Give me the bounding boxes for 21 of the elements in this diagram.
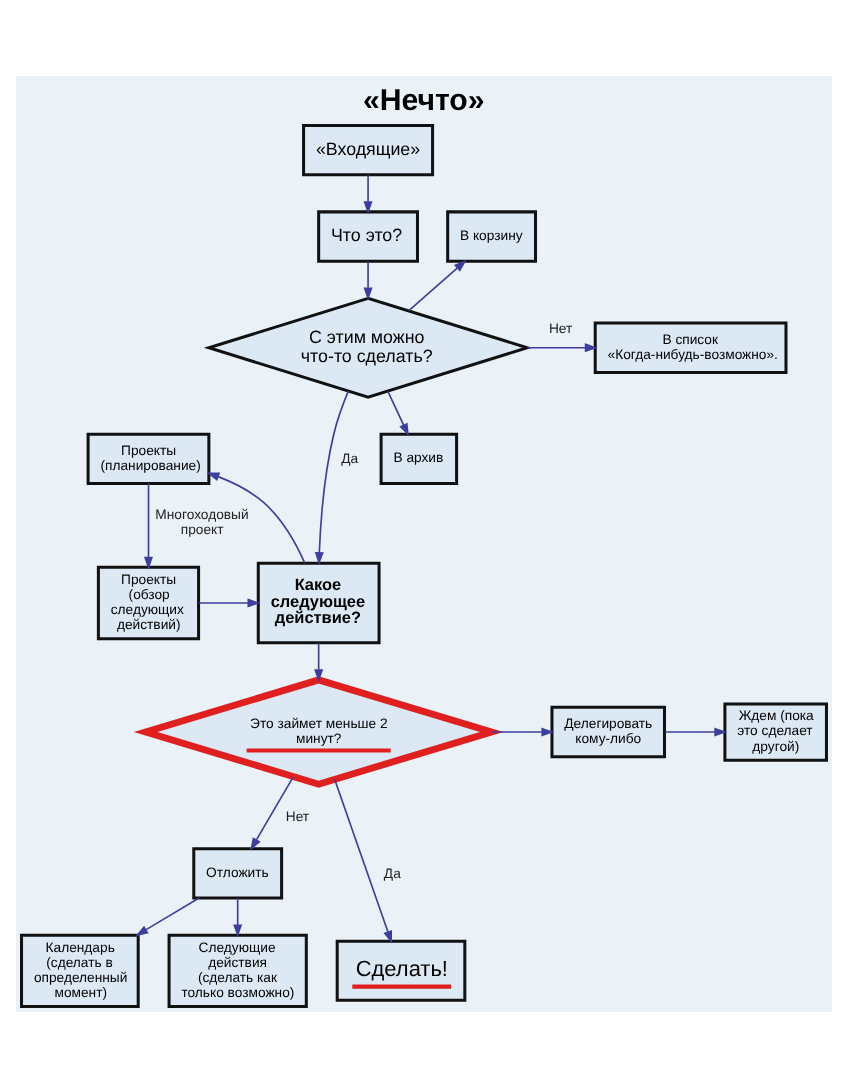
arrow — [333, 778, 392, 944]
arrow — [314, 642, 324, 683]
arrow — [314, 390, 350, 566]
arrow — [250, 776, 295, 851]
node-box: «Входящие» — [302, 123, 435, 177]
arrow — [233, 897, 243, 938]
arrow — [363, 174, 373, 215]
arrow — [490, 727, 555, 737]
arrow — [526, 343, 598, 353]
node-box: Что это? — [317, 210, 419, 263]
arrow — [143, 482, 153, 570]
node-box: Сделать! — [335, 939, 467, 1002]
arrow — [408, 259, 467, 312]
arrow — [363, 260, 373, 301]
arrow — [206, 472, 306, 564]
arrow — [387, 390, 409, 437]
arrow — [664, 727, 728, 737]
arrow — [135, 897, 200, 937]
diagram-title: «Нечто» — [362, 83, 485, 118]
arrow — [198, 598, 261, 608]
node-diamond: С этим можно что-то сделать? — [203, 296, 533, 399]
